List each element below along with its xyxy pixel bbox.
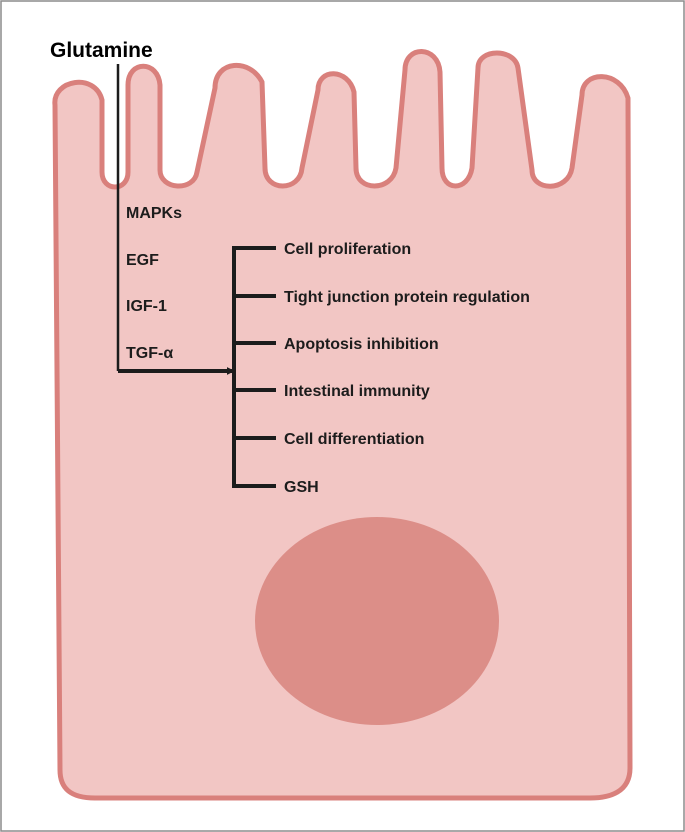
mediator-igf-1: IGF-1: [126, 298, 167, 315]
mediator-tgf-alpha: TGF-α: [126, 345, 173, 362]
mediator-mapks: MAPKs: [126, 205, 182, 222]
outcome-intestinal-immunity: Intestinal immunity: [284, 383, 430, 400]
cell-nucleus: [255, 517, 499, 725]
outcome-cell-differentiation: Cell differentiation: [284, 431, 424, 448]
outcome-apoptosis-inhibition: Apoptosis inhibition: [284, 336, 439, 353]
outcome-gsh: GSH: [284, 479, 319, 496]
mediator-egf: EGF: [126, 252, 159, 269]
outcome-tight-junction: Tight junction protein regulation: [284, 289, 530, 306]
outcome-cell-proliferation: Cell proliferation: [284, 241, 411, 258]
title-glutamine: Glutamine: [50, 39, 153, 62]
